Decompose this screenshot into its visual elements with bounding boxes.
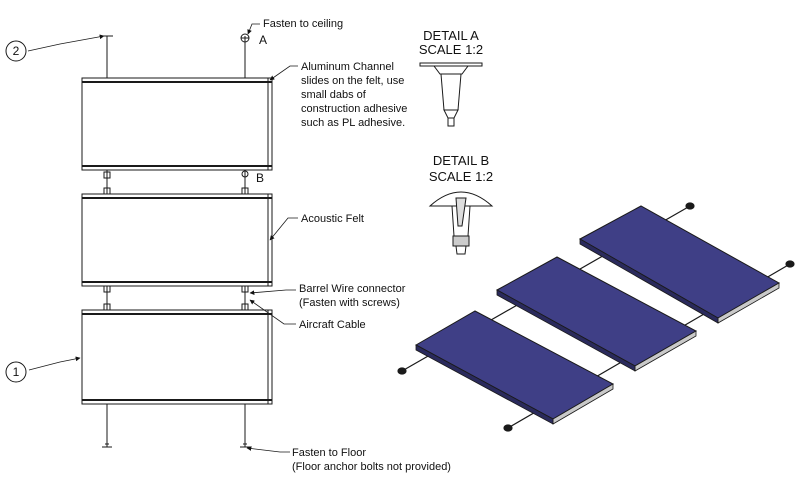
svg-text:DETAIL A: DETAIL A: [423, 28, 479, 43]
svg-text:SCALE 1:2: SCALE 1:2: [429, 169, 493, 184]
iso-anchor-4: [785, 260, 795, 268]
leader-lines: [27, 23, 298, 453]
detail-b-marker: B: [256, 171, 264, 185]
felt-panel-bottom: [81, 309, 273, 405]
svg-text:DETAIL B: DETAIL B: [433, 153, 489, 168]
callout-barrel-wire: Barrel Wire connector (Fasten with screw…: [299, 283, 408, 309]
callout-aircraft-cable: Aircraft Cable: [299, 319, 366, 331]
floor-anchor-left: [102, 443, 112, 448]
iso-anchor-2: [685, 202, 695, 210]
svg-text:SCALE 1:2: SCALE 1:2: [419, 42, 483, 57]
svg-text:2: 2: [13, 44, 20, 58]
iso-panel-middle: [495, 256, 698, 372]
callout-fasten-ceiling: Fasten to ceiling: [263, 18, 343, 30]
iso-panel-front: [414, 310, 615, 425]
iso-anchor-3: [503, 424, 513, 432]
detail-b: DETAIL B SCALE 1:2: [428, 153, 494, 255]
callout-fasten-floor: Fasten to Floor (Floor anchor bolts not …: [292, 447, 451, 473]
felt-panel-middle: [81, 193, 273, 287]
svg-text:1: 1: [13, 365, 20, 379]
detail-a-marker: A: [259, 33, 267, 47]
iso-panel-back: [578, 205, 781, 324]
detail-a: DETAIL A SCALE 1:2: [419, 28, 483, 127]
barrel-connector-b: [241, 170, 249, 178]
balloon-1: 1: [5, 361, 27, 383]
callout-acoustic-felt: Acoustic Felt: [301, 213, 364, 225]
felt-panel-top: [81, 77, 273, 171]
iso-anchor-1: [397, 367, 407, 375]
elevation-view: [81, 33, 273, 448]
callout-aluminum-channel: Aluminum Channel slides on the felt, use…: [301, 61, 410, 129]
isometric-view: [397, 202, 795, 432]
balloon-2: 2: [5, 40, 27, 62]
